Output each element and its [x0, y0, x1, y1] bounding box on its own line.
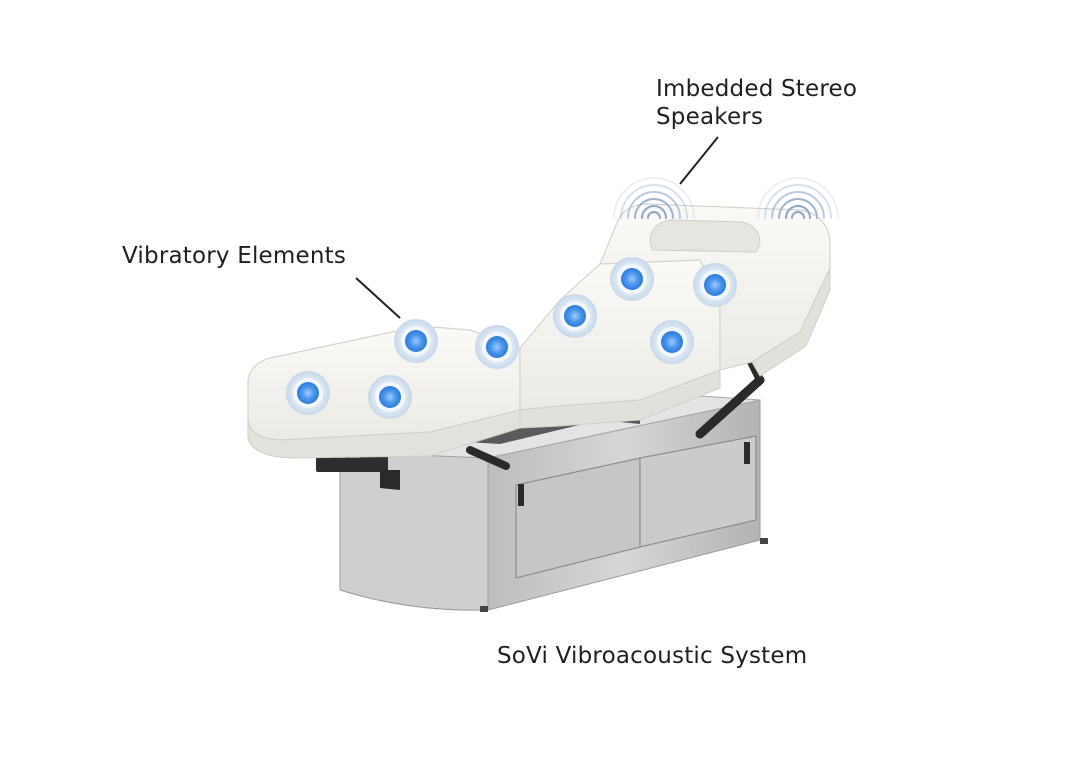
- speakers-label-line-1: Imbedded Stereo: [656, 76, 858, 102]
- door-handle-right: [744, 442, 750, 464]
- door-handle-left: [518, 484, 524, 506]
- vibration-element-icon: [286, 371, 330, 415]
- vibration-element-icon: [368, 375, 412, 419]
- speakers-label-line-2: Speakers: [656, 104, 764, 130]
- speaker-wave-icon: [613, 177, 695, 219]
- vibratory-elements: [286, 257, 737, 419]
- leader-line-vibratory: [355, 277, 401, 319]
- vibration-element-icon: [650, 320, 694, 364]
- leader-line-speakers: [679, 136, 719, 185]
- vibration-element-icon: [693, 263, 737, 307]
- vibration-element-icon: [394, 319, 438, 363]
- stereo-speakers: [613, 177, 839, 219]
- vibration-element-icon: [610, 257, 654, 301]
- vibration-element-icon: [553, 294, 597, 338]
- speaker-wave-icon: [757, 177, 839, 219]
- vibration-element-icon: [475, 325, 519, 369]
- product-caption: SoVi Vibroacoustic System: [497, 643, 808, 669]
- vibratory-elements-label: Vibratory Elements: [122, 243, 347, 269]
- imbedded-stereo-speakers-label: Imbedded Stereo Speakers: [656, 75, 857, 131]
- cabinet-door-right: [639, 435, 757, 548]
